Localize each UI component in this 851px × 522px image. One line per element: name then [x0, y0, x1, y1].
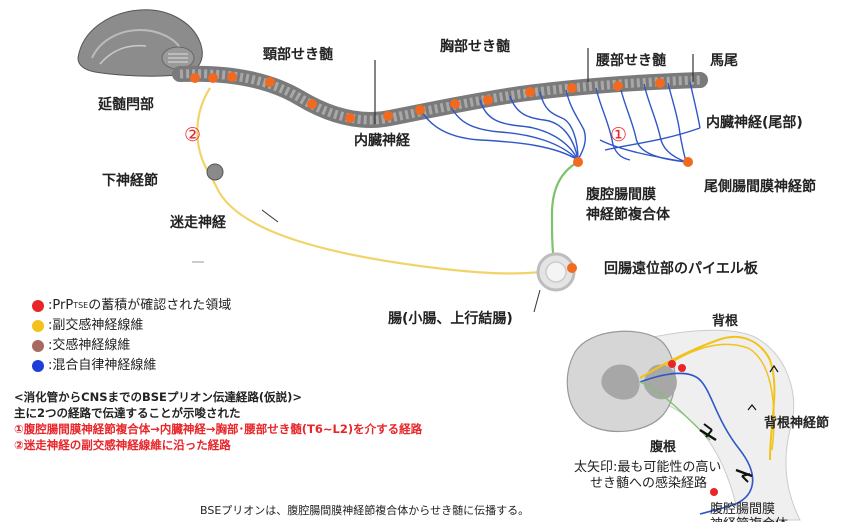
label-celiac-line1: 腹腔腸間膜: [586, 187, 656, 203]
label-peyers-patch: 回腸遠位部のパイエル板: [604, 261, 758, 277]
inset-arrow-note-1: 太矢印:最も可能性の高い: [574, 460, 722, 475]
notes-heading: <消化管からCNSまでのBSEプリオン伝達経路(仮説)>: [14, 390, 303, 404]
legend-swatch-prp: [32, 300, 44, 312]
legend-swatch-parasympathetic: [32, 320, 44, 332]
route-1-marker: ①: [610, 124, 628, 146]
notes-route-1: ①腹腔腸間膜神経節複合体→内臓神経→胸部･腰部せき髄(T6~L2)を介する経路: [14, 422, 423, 436]
notes-subheading: 主に2つの経路で伝達することが示唆された: [14, 406, 241, 420]
inset-label-dorsal-root-ganglion: 背根神経節: [764, 416, 830, 431]
label-lumbar-cord: 腰部せき髄: [596, 53, 666, 69]
label-caudal-mesenteric-ganglion: 尾側腸間膜神経節: [704, 179, 816, 195]
route-notes: <消化管からCNSまでのBSEプリオン伝達経路(仮説)> 主に2つの経路で伝達す…: [14, 389, 422, 453]
label-splanchnic-nerve: 内臓神経: [354, 133, 410, 149]
inset-label-celiac-2: 神経節複合体: [710, 513, 788, 522]
inset-label-celiac: 腹腔腸間膜: [710, 502, 776, 517]
inset-arrow-note-2: せき髄への感染経路: [590, 476, 708, 491]
brain-illustration: [77, 9, 203, 77]
label-cervical-cord: 頸部せき髄: [263, 47, 333, 63]
intestine-illustration: [536, 252, 576, 292]
label-medulla-obex: 延髄閂部: [98, 97, 154, 113]
inset-label-ventral-root: 腹根: [650, 440, 677, 455]
spinal-cross-section-inset: [566, 329, 801, 521]
label-celiac-line2: 神経節複合体: [586, 207, 670, 223]
nodose-ganglion: [206, 163, 224, 181]
legend-item-parasympathetic: :副交感神経線維: [32, 316, 231, 336]
route-2-marker: ②: [184, 124, 202, 146]
label-cauda-equina: 馬尾: [710, 53, 738, 69]
prp-dots: [190, 72, 693, 273]
legend-item-sympathetic: :交感神経線維: [32, 336, 231, 356]
inset-label-dorsal-root: 背根: [712, 314, 739, 329]
label-intestine: 腸(小腸、上行結腸): [388, 311, 513, 327]
legend-swatch-mixed: [32, 360, 44, 372]
label-vagus-nerve: 迷走神経: [170, 215, 226, 231]
legend-item-mixed: :混合自律神経線維: [32, 356, 231, 376]
figure-caption: BSEプリオンは、腹腔腸間膜神経節複合体からせき髄に伝播する。: [200, 504, 530, 517]
vagus-fiber: [196, 87, 557, 275]
green-fiber: [550, 161, 579, 263]
label-nodose-ganglion: 下神経節: [102, 173, 158, 189]
label-splanchnic-nerve-caudal: 内臓神経(尾部): [706, 115, 803, 131]
legend-swatch-sympathetic: [32, 340, 44, 352]
notes-route-2: ②迷走神経の副交感神経線維に沿った経路: [14, 438, 231, 452]
splanchnic-fibers: [419, 81, 701, 163]
label-thoracic-cord: 胸部せき髄: [440, 39, 510, 55]
